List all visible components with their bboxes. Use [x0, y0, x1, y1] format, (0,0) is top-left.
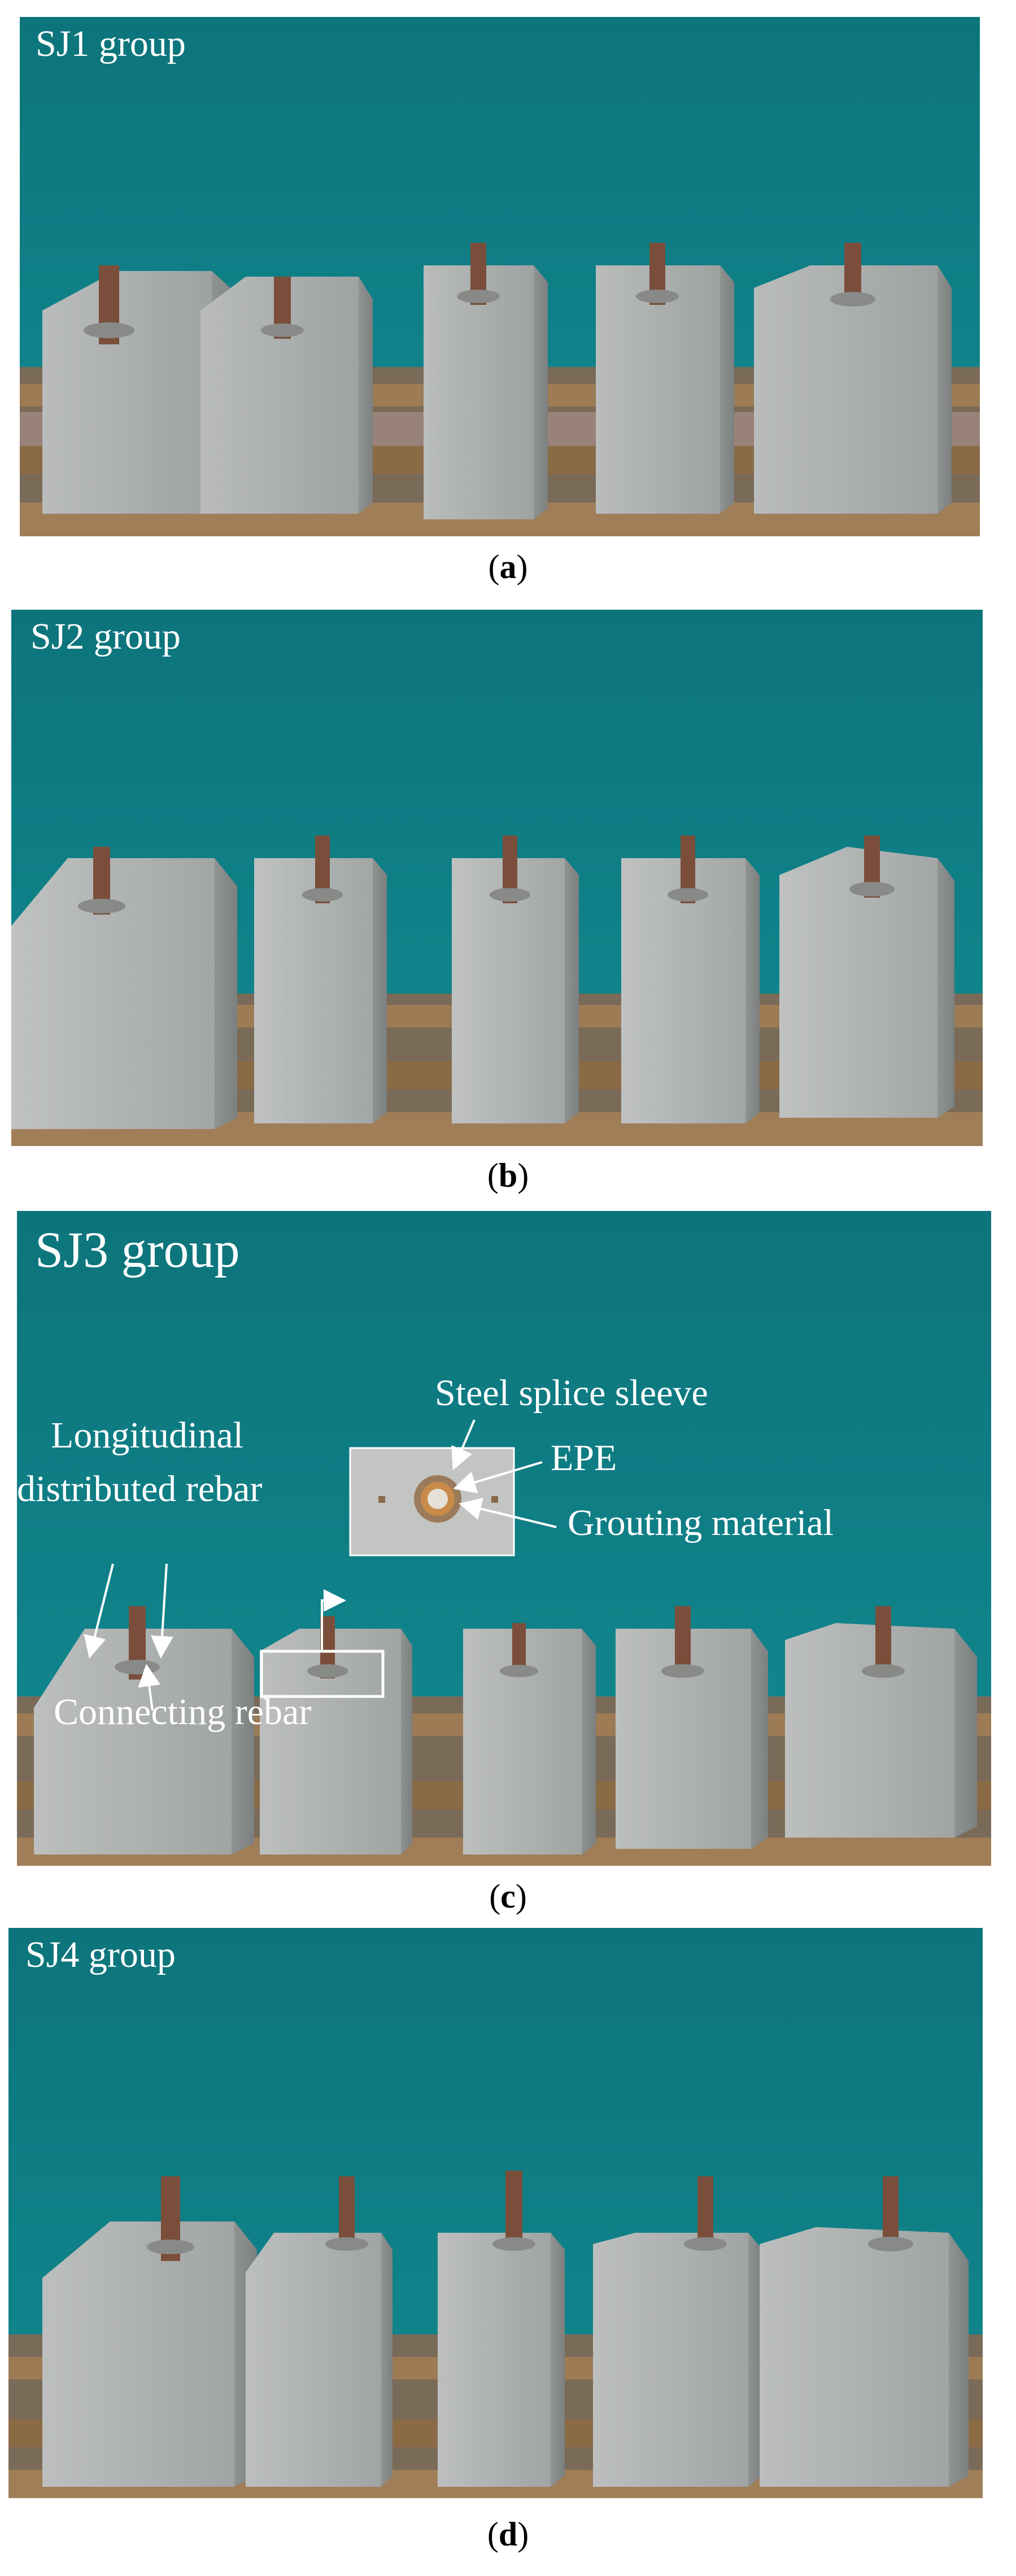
label-epe: EPE: [551, 1437, 617, 1479]
caption-letter: c: [500, 1878, 516, 1915]
figure-caption-c: (c): [489, 1878, 527, 1915]
specimen-photo-sj4: [8, 1928, 983, 2498]
label-grouting-material: Grouting material: [568, 1502, 834, 1543]
figure-caption-b: (b): [487, 1157, 529, 1194]
group-label: SJ3 group: [35, 1222, 240, 1278]
caption-letter: a: [499, 548, 517, 585]
label-longitudinal-line2: distributed rebar: [17, 1468, 263, 1510]
label-steel-splice-sleeve: Steel splice sleeve: [435, 1372, 708, 1414]
caption-letter: b: [498, 1157, 518, 1194]
specimen-photo-sj1: [20, 17, 980, 536]
label-longitudinal-line1: Longitudinal: [51, 1415, 243, 1456]
specimen-photo-sj3: [17, 1211, 991, 1866]
specimen-photo-sj2: [11, 610, 983, 1146]
group-label: SJ1 group: [36, 23, 186, 64]
figure-caption-a: (a): [488, 548, 528, 585]
photo-panel-sj2: SJ2 group: [11, 610, 983, 1146]
figure-caption-d: (d): [487, 2516, 529, 2553]
caption-letter: d: [498, 2516, 518, 2553]
photo-panel-sj4: SJ4 group: [8, 1928, 983, 2498]
label-connecting-rebar: Connecting rebar: [54, 1691, 312, 1733]
photo-panel-sj3: SJ3 group Steel splice sleeve EPE Grouti…: [17, 1211, 991, 1866]
group-label: SJ4 group: [25, 1934, 176, 1975]
group-label: SJ2 group: [30, 616, 181, 657]
photo-panel-sj1: SJ1 group: [20, 17, 980, 536]
